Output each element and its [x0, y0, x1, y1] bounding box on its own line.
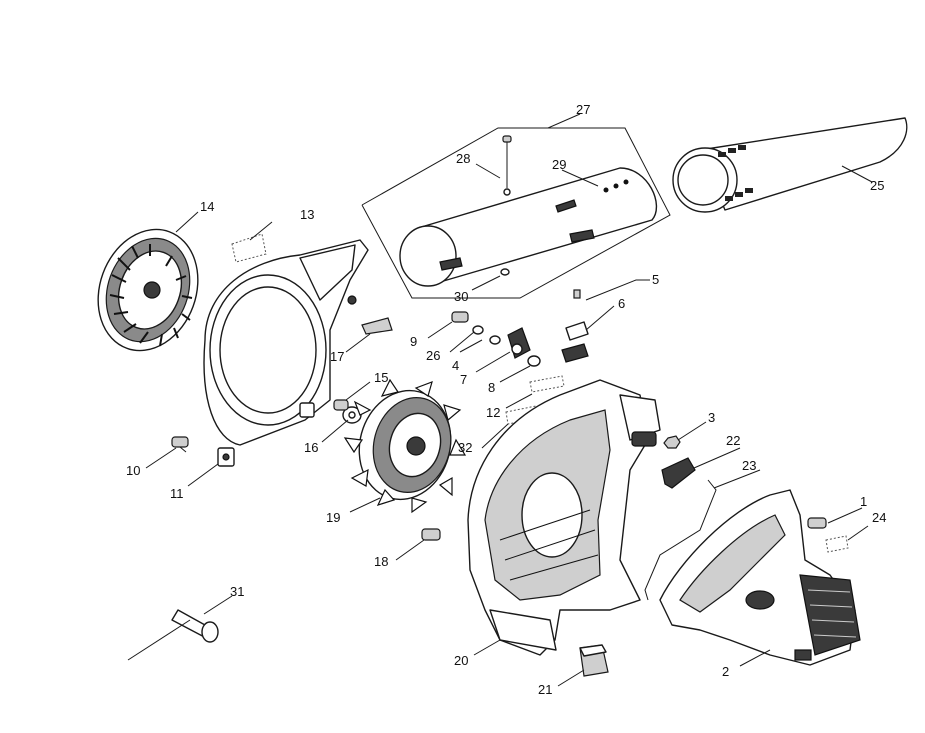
callout-4: 4 [452, 358, 459, 373]
part-8-washer [527, 355, 541, 367]
part-19-fan [343, 378, 467, 514]
part-7-switch [507, 327, 531, 359]
callout-17: 17 [330, 349, 344, 364]
callout-22: 22 [726, 433, 740, 448]
callout-5: 5 [652, 272, 659, 287]
callout-28: 28 [456, 151, 470, 166]
callout-10: 10 [126, 463, 140, 478]
callout-27: 27 [576, 102, 590, 117]
part-11-fan-case [203, 239, 369, 467]
part-27-pipe-group-outline [361, 127, 671, 299]
callout-14: 14 [200, 199, 214, 214]
callout-20: 20 [454, 653, 468, 668]
part-20-housing [467, 379, 661, 656]
callout-25: 25 [870, 178, 884, 193]
part-4-washer [489, 335, 501, 345]
part-17-clip [361, 317, 393, 335]
part-23-rod [644, 479, 717, 601]
part-18-screw [421, 528, 441, 541]
part-3-nut [663, 435, 681, 449]
leader-lines [145, 113, 873, 687]
callout-16: 16 [304, 440, 318, 455]
callout-6: 6 [618, 296, 625, 311]
callout-29: 29 [552, 157, 566, 172]
part-13-label [231, 233, 267, 263]
part-22-trigger [661, 457, 696, 489]
part-14-intake-cover [97, 228, 199, 352]
callout-11: 11 [170, 486, 184, 501]
callout-32: 32 [458, 440, 472, 455]
part-15-screw [333, 399, 349, 411]
callout-1: 1 [860, 494, 867, 509]
callout-15: 15 [374, 370, 388, 385]
callout-21: 21 [538, 682, 552, 697]
callout-19: 19 [326, 510, 340, 525]
part-31-wrench [127, 609, 219, 661]
part-5-switch-assembly [561, 289, 589, 363]
callout-9: 9 [410, 334, 417, 349]
callout-13: 13 [300, 207, 314, 222]
callout-26: 26 [426, 348, 440, 363]
part-26-washer [472, 325, 484, 335]
part-9-screw [451, 311, 469, 323]
part-10-screw [171, 436, 189, 453]
part-1-screw [807, 517, 827, 529]
part-29-pipe [399, 167, 658, 287]
callout-3: 3 [708, 410, 715, 425]
callout-2: 2 [722, 664, 729, 679]
callout-8: 8 [488, 380, 495, 395]
callout-23: 23 [742, 458, 756, 473]
callout-7: 7 [460, 372, 467, 387]
part-12-label [529, 375, 565, 393]
part-25-nozzle [672, 117, 908, 213]
part-24-label [825, 535, 849, 553]
part-28-pin [502, 135, 512, 196]
part-21-cap [579, 644, 609, 677]
callout-30: 30 [454, 289, 468, 304]
callout-31: 31 [230, 584, 244, 599]
callout-24: 24 [872, 510, 886, 525]
part-30-washer [500, 268, 510, 276]
callout-12: 12 [486, 405, 500, 420]
callout-18: 18 [374, 554, 388, 569]
part-2-handle [659, 489, 861, 666]
callouts: 1 2 3 4 5 6 7 8 9 10 11 12 13 14 15 16 1… [126, 102, 886, 697]
